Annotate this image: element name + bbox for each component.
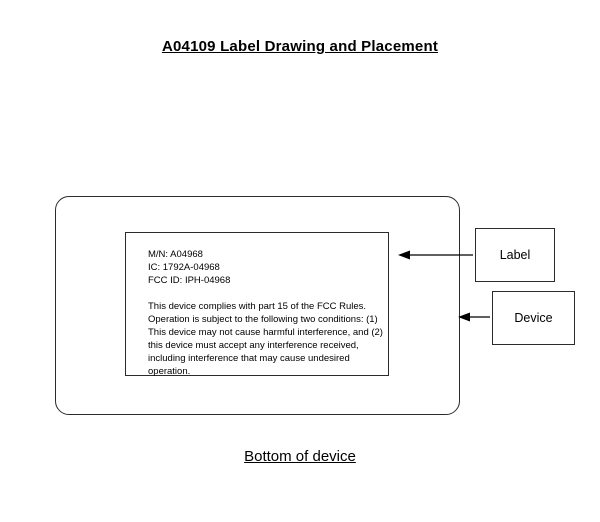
- callout-box-label: Label: [475, 228, 555, 282]
- page-title: A04109 Label Drawing and Placement: [161, 38, 439, 55]
- bottom-of-device-caption: Bottom of device: [244, 448, 356, 465]
- label-compliance-statement: This device complies with part 15 of the…: [148, 301, 383, 377]
- callout-box-device: Device: [492, 291, 575, 345]
- label-model-number: M/N: A04968: [148, 249, 203, 260]
- regulatory-label: M/N: A04968 IC: 1792A-04968 FCC ID: IPH-…: [125, 232, 389, 377]
- callout-label-text: Label: [499, 248, 531, 262]
- label-ic-number: IC: 1792A-04968: [148, 262, 220, 273]
- callout-device-text: Device: [514, 311, 553, 325]
- label-fcc-id: FCC ID: IPH-04968: [148, 275, 231, 286]
- device-arrow-icon: [458, 312, 490, 322]
